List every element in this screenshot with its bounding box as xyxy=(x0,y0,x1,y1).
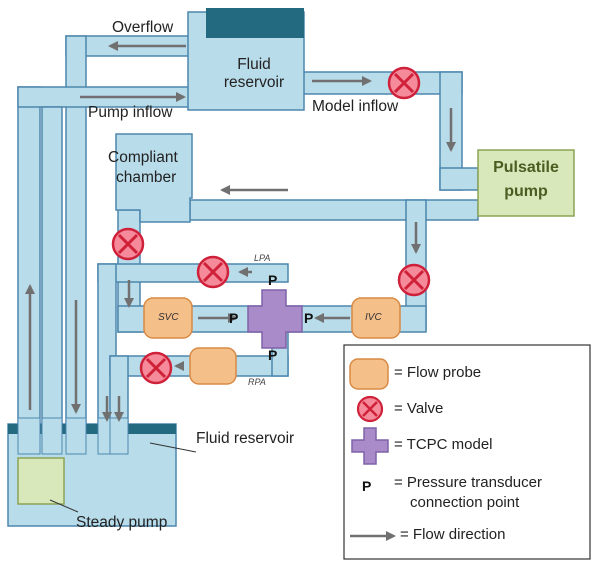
valve-model-inflow-icon xyxy=(387,66,421,100)
legend-pressure-label-1: = Pressure transducer xyxy=(394,474,542,491)
legend-flow-direction-label: = Flow direction xyxy=(400,526,506,543)
model-inflow-tube xyxy=(299,71,463,95)
legend-p-symbol: P xyxy=(362,478,372,494)
legend-valve-label: = Valve xyxy=(394,400,444,417)
lpa-label: LPA xyxy=(254,253,271,263)
pulsatile-pump-label-1: Pulsatile xyxy=(493,159,559,176)
pulsatile-pump-box xyxy=(477,149,575,217)
bottom-reservoir-label: Fluid reservoir xyxy=(196,430,295,447)
rpa-flow-probe xyxy=(189,347,237,385)
steady-pump-box xyxy=(17,457,65,505)
steady-pump-label: Steady pump xyxy=(76,514,168,531)
compliant-chamber xyxy=(115,133,193,223)
valve-rpa-icon xyxy=(139,351,173,385)
p-left-label: P xyxy=(229,310,239,326)
p-top-label: P xyxy=(268,272,278,288)
ivc-flow-probe xyxy=(351,297,401,339)
pump-outlet-tube xyxy=(189,199,479,221)
steady-pump-feed-tube xyxy=(41,106,63,429)
bottom-fluid-reservoir xyxy=(7,417,177,527)
pump-inflow-label: Pump inflow xyxy=(88,104,173,121)
valve-svc-icon xyxy=(111,227,145,261)
ivc-label: IVC xyxy=(365,312,382,323)
p-bottom-label: P xyxy=(268,347,278,363)
pulsatile-pump-label-2: pump xyxy=(504,183,548,200)
overflow-label: Overflow xyxy=(112,19,174,36)
valve-lpa-icon xyxy=(196,255,230,289)
model-inflow-label: Model inflow xyxy=(312,98,399,115)
flow-arrows xyxy=(25,41,456,422)
legend-flow-probe-icon xyxy=(349,358,389,390)
legend-pressure-label-2: connection point xyxy=(410,494,520,511)
compliant-chamber-label-1: Compliant xyxy=(108,149,178,166)
valve-ivc-icon xyxy=(397,263,431,297)
legend-tcpc-label: = TCPC model xyxy=(394,436,493,453)
compliant-chamber-label-2: chamber xyxy=(116,169,177,186)
top-reservoir-label-1: Fluid xyxy=(237,56,271,73)
top-fluid-reservoir xyxy=(187,8,305,111)
svc-label: SVC xyxy=(158,312,179,323)
steady-pump-leader-line xyxy=(49,499,79,513)
legend-flow-probe-label: = Flow probe xyxy=(394,364,482,381)
flow-probes xyxy=(143,297,401,385)
valves xyxy=(111,66,431,385)
legend-tcpc-icon xyxy=(351,427,389,465)
tcpc-model xyxy=(247,289,303,349)
pump-inlet-tube xyxy=(439,167,479,191)
top-reservoir-label-2: reservoir xyxy=(223,74,285,91)
rpa-label: RPA xyxy=(248,377,266,387)
svc-flow-probe xyxy=(143,297,193,339)
legend-valve-icon xyxy=(356,395,384,423)
lpa-tube xyxy=(97,263,289,283)
p-right-label: P xyxy=(304,310,314,326)
reservoir-leader-line xyxy=(149,442,197,453)
legend-box xyxy=(343,344,591,560)
